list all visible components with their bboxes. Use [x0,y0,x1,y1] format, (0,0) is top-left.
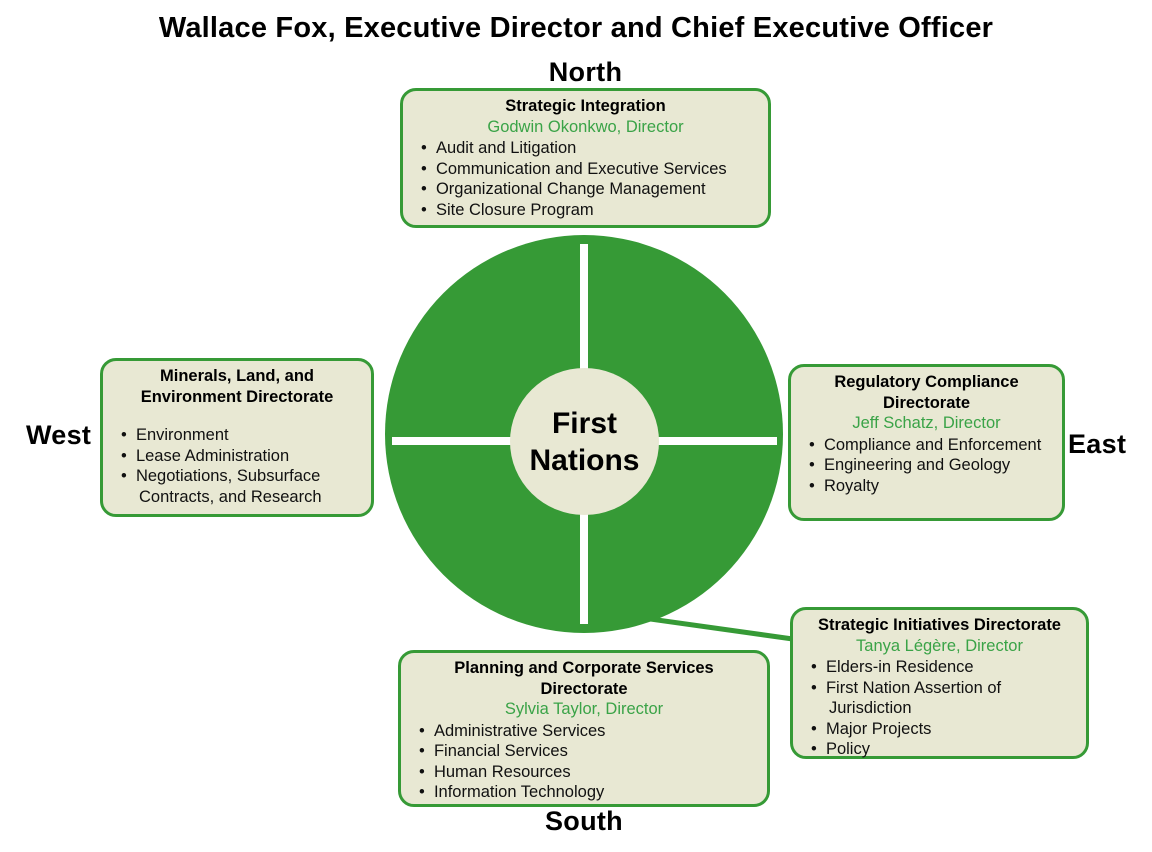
direction-label-south: South [545,806,623,836]
bullet-item: Engineering and Geology [801,455,1052,476]
center-hub-circle: First Nations [510,368,659,515]
page-title: Wallace Fox, Executive Director and Chie… [158,12,994,44]
bullet-item: Negotiations, Subsurface Contracts, and … [113,466,361,507]
box-planning-corporate-services: Planning and Corporate Services Director… [398,650,770,807]
box-minerals-land-environment: Minerals, Land, and Environment Director… [100,358,374,517]
bullet-item: Financial Services [411,741,757,762]
box-director: Godwin Okonkwo, Director [487,117,684,136]
medicine-wheel-circle: First Nations [385,235,783,633]
box-director: Jeff Schatz, Director [852,414,1001,432]
bullet-item: Administrative Services [411,721,757,742]
direction-label-west: West [26,420,92,450]
box-director: Tanya Légère, Director [856,636,1023,655]
direction-label-east: East [1068,429,1127,459]
bullet-item: Royalty [801,476,1052,497]
bullet-item: Elders-in Residence [803,657,1076,678]
bullet-list: Administrative ServicesFinancial Service… [411,721,757,803]
bullet-item: Human Resources [411,762,757,783]
box-regulatory-compliance: Regulatory Compliance Directorate Jeff S… [788,364,1065,521]
bullet-item: First Nation Assertion of Jurisdiction [803,678,1076,719]
bullet-item: Information Technology [411,782,757,803]
bullet-item: Site Closure Program [413,200,758,221]
bullet-list: Audit and LitigationCommunication and Ex… [413,138,758,220]
box-strategic-initiatives: Strategic Initiatives Directorate Tanya … [790,607,1089,759]
box-director: Sylvia Taylor, Director [504,700,664,718]
bullet-item: Communication and Executive Services [413,159,758,180]
bullet-item: Lease Administration [113,446,361,467]
bullet-item: Organizational Change Management [413,179,758,200]
bullet-item: Policy [803,739,1076,760]
bullet-item: Audit and Litigation [413,138,758,159]
direction-label-north: North [548,57,623,87]
box-strategic-integration: Strategic Integration Godwin Okonkwo, Di… [400,88,771,228]
box-title: Strategic Initiatives Directorate [817,616,1061,634]
bullet-item: Environment [113,425,361,446]
bullet-item: Major Projects [803,719,1076,740]
bullet-list: Elders-in ResidenceFirst Nation Assertio… [803,657,1076,760]
box-title: Regulatory Compliance Directorate [834,373,1019,412]
box-title: Planning and Corporate Services Director… [454,659,714,698]
bullet-list: Compliance and EnforcementEngineering an… [801,435,1052,497]
center-label: First Nations [529,406,640,477]
bullet-list: EnvironmentLease AdministrationNegotiati… [113,425,361,507]
box-title: Minerals, Land, and Environment Director… [140,367,334,406]
bullet-item: Compliance and Enforcement [801,435,1052,456]
box-title: Strategic Integration [505,97,666,115]
